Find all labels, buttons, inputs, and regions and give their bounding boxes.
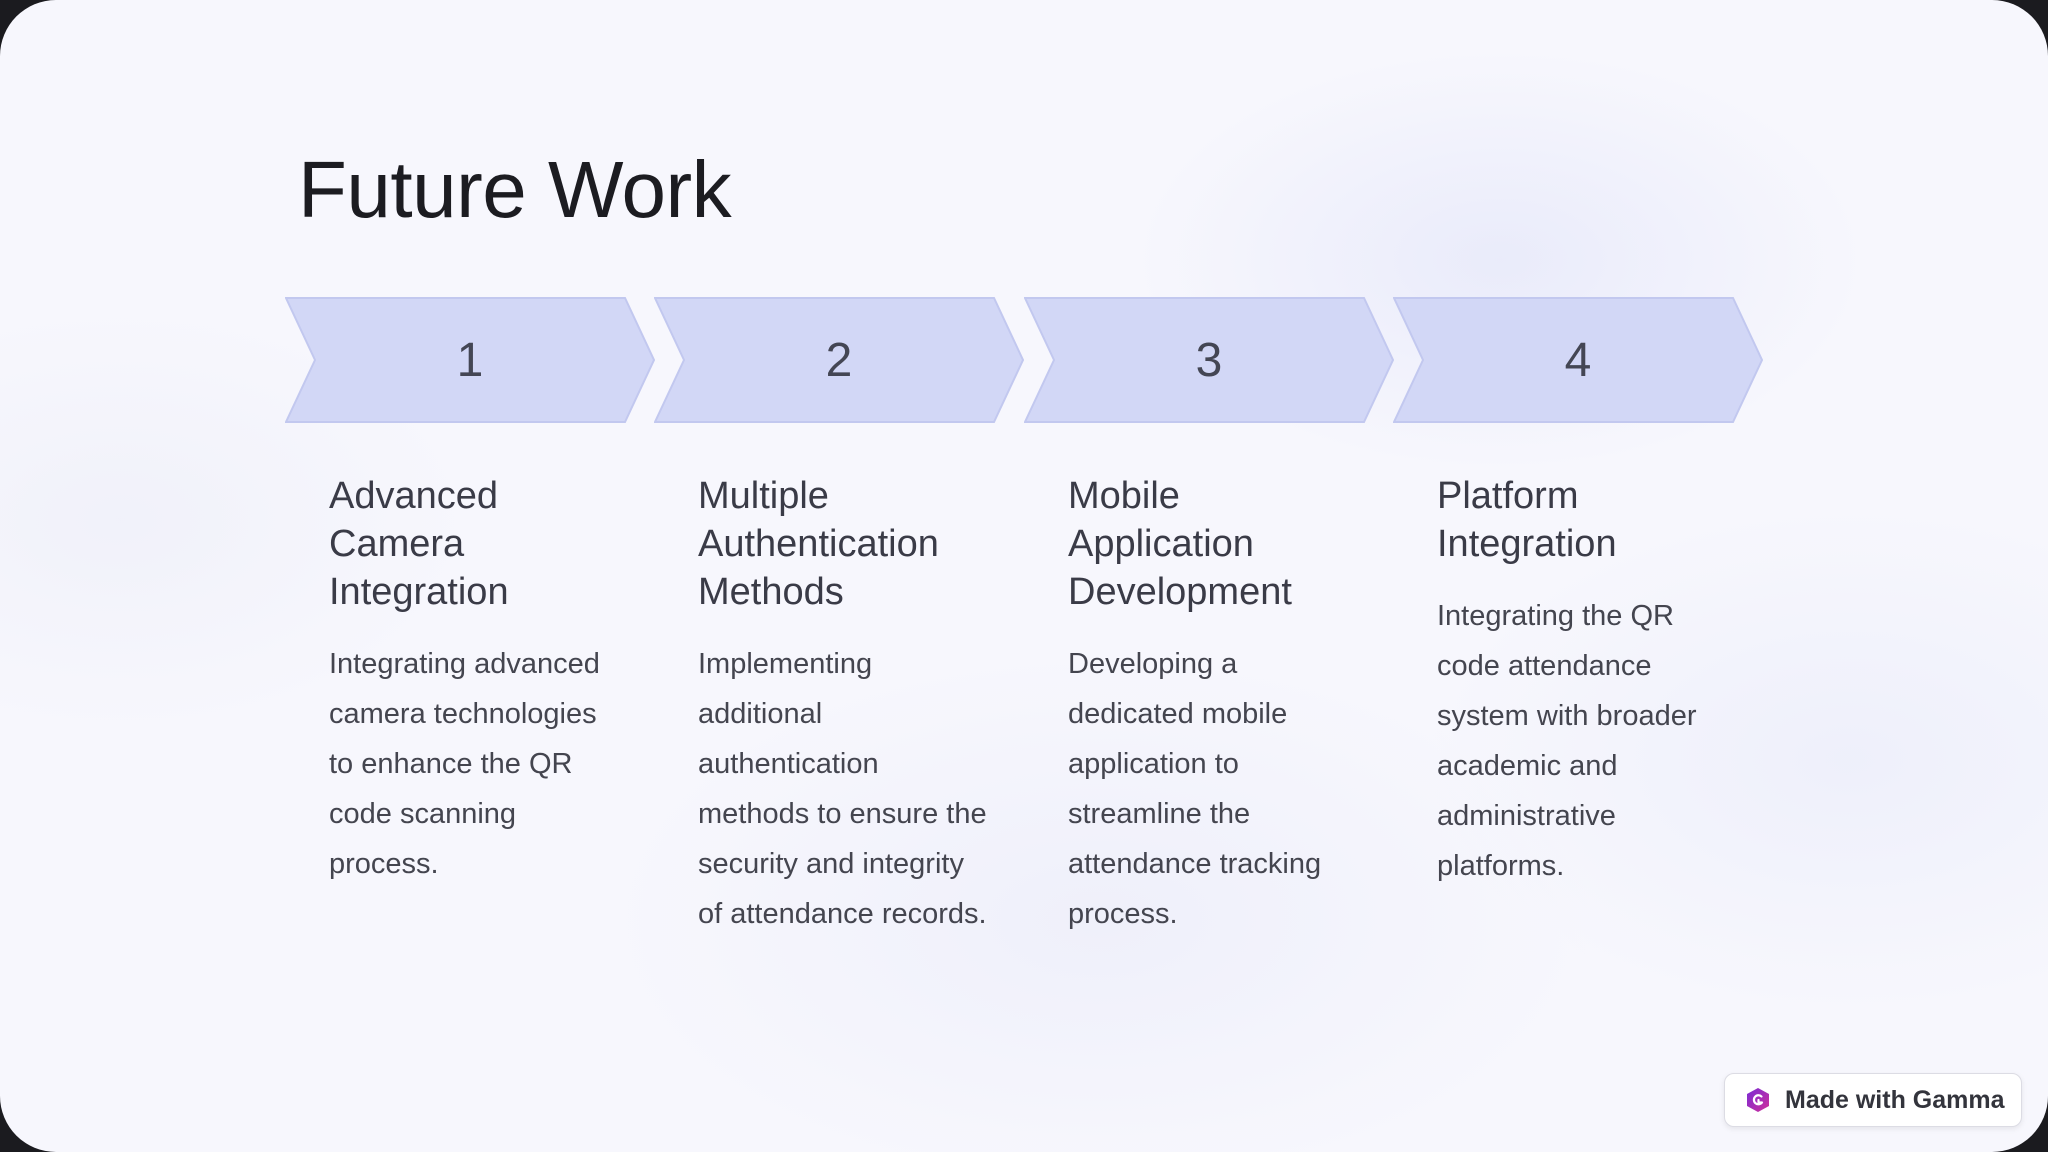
chevron-arrow-shape [1024, 297, 1394, 423]
step-description: Integrating advanced camera technologies… [329, 648, 600, 880]
step-number: 3 [1195, 333, 1223, 387]
step-description: Integrating the QR code attendance syste… [1437, 600, 1697, 882]
step-chevron: 3 [1024, 297, 1394, 423]
made-with-gamma-badge[interactable]: Made with Gamma [1724, 1073, 2022, 1127]
step-description: Developing a dedicated mobile applicatio… [1068, 648, 1322, 930]
step-heading: Mobile Application Development [1068, 475, 1292, 613]
step-number: 1 [456, 333, 484, 387]
slide-title: Future Work [298, 145, 732, 234]
chevron-arrow-shape [654, 297, 1024, 423]
gamma-logo-icon [1747, 1088, 1769, 1112]
step-2: 2 Multiple Authentication Methods Implem… [654, 297, 1024, 930]
step-3: 3 Mobile Application Development Develop… [1024, 297, 1394, 930]
step-chevron: 1 [285, 297, 655, 423]
step-chevron: 2 [654, 297, 1024, 423]
chevron-arrow-shape [1393, 297, 1763, 423]
step-heading: Multiple Authentication Methods [698, 475, 939, 613]
step-number: 2 [825, 333, 853, 387]
step-description: Implementing additional authentication m… [698, 648, 987, 930]
step-heading: Platform Integration [1437, 475, 1617, 565]
chevron-arrow-shape [285, 297, 655, 423]
step-heading: Advanced Camera Integration [329, 475, 509, 613]
step-1: 1 Advanced Camera Integration Integratin… [285, 297, 655, 880]
step-4: 4 Platform Integration Integrating the Q… [1393, 297, 1763, 882]
badge-label: Made with Gamma [1785, 1085, 2005, 1114]
step-chevron: 4 [1393, 297, 1763, 423]
step-number: 4 [1564, 333, 1592, 387]
